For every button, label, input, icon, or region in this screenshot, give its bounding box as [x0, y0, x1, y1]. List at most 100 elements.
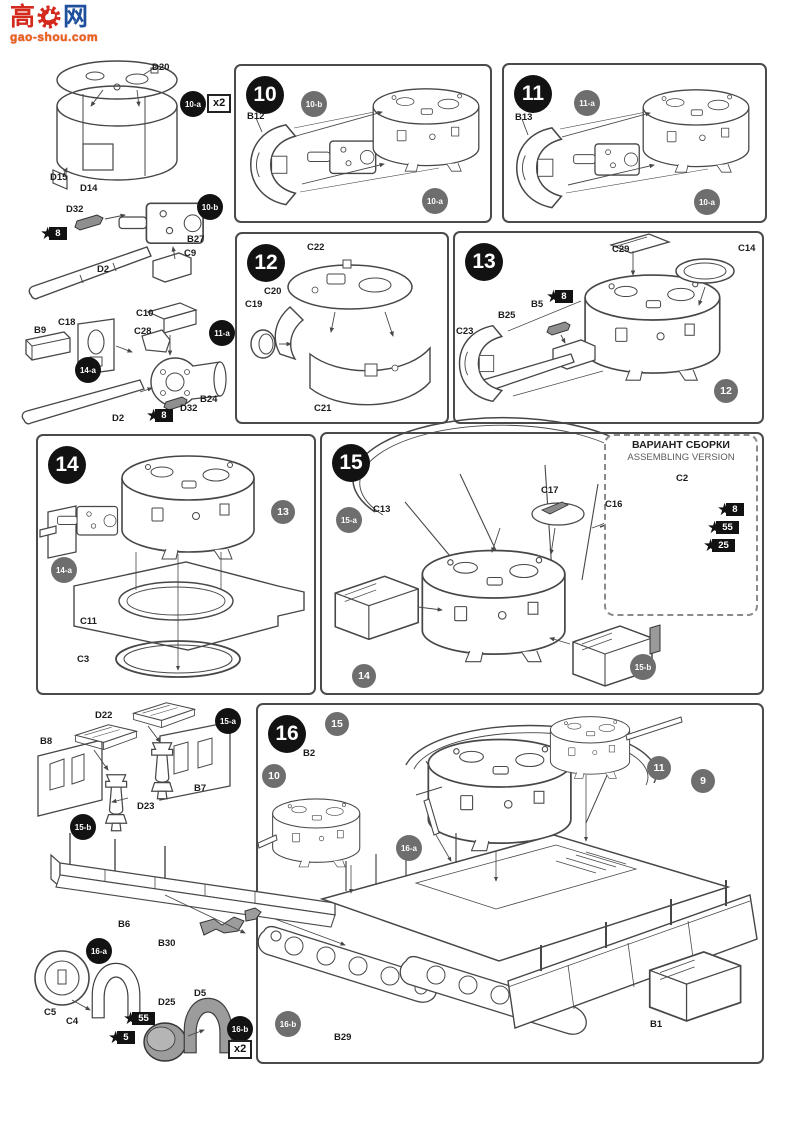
part-label-b29: B29 — [334, 1032, 352, 1043]
part-label-c14: C14 — [738, 243, 756, 254]
step-number-11: 11 — [514, 75, 552, 113]
part-label-d2-2: D2 — [112, 413, 125, 424]
wheel-parts-illustration — [34, 950, 233, 1062]
paint-star-55: ★ 55 — [707, 519, 739, 536]
part-label-c28: C28 — [134, 326, 152, 337]
part-label-b5: B5 — [531, 299, 544, 310]
ref-badge-15a: 15-a — [336, 507, 362, 533]
part-label-b7: B7 — [194, 783, 207, 794]
part-label-b8: B8 — [40, 736, 53, 747]
subassembly-badge-16b: 16-b — [227, 1016, 253, 1042]
part-label-d32: D32 — [66, 204, 84, 215]
subassembly-badge-15a: 15-a — [215, 708, 241, 734]
part-label-d23: D23 — [137, 801, 155, 812]
star-icon: ★ — [546, 287, 562, 306]
star-icon: ★ — [123, 1009, 139, 1028]
ref-badge-16b: 16-b — [275, 1011, 301, 1037]
logo-site-text: gao-shou.com — [10, 30, 99, 44]
paint-star-25: ★ 25 — [703, 537, 735, 554]
gear-thumb-icon — [37, 5, 61, 29]
part-label-d15: D15 — [50, 172, 68, 183]
ref-badge-15b: 15-b — [630, 654, 656, 680]
part-label-d14: D14 — [80, 183, 98, 194]
subassembly-badge-10b: 10-b — [197, 194, 223, 220]
ref-badge-16a: 16-a — [396, 835, 422, 861]
part-label-c16: C16 — [605, 499, 623, 510]
part-label-b6: B6 — [118, 919, 131, 930]
part-label-d5: D5 — [194, 988, 207, 999]
assembling-version-title-ru: ВАРИАНТ СБОРКИ — [632, 439, 730, 451]
step10-illustration — [249, 88, 480, 206]
part-label-c4: C4 — [66, 1016, 79, 1027]
step-number-16: 16 — [268, 715, 306, 753]
ref-badge-10a: 10-a — [422, 188, 448, 214]
ref-badge-12: 12 — [714, 379, 738, 403]
part-label-d32-2: D32 — [180, 403, 198, 414]
star-icon: ★ — [717, 500, 733, 519]
ref-badge-10: 10 — [262, 764, 286, 788]
step-number-10: 10 — [246, 76, 284, 114]
mantlet-parts-illustration — [21, 302, 227, 425]
logo-char-right: 网 — [63, 3, 89, 31]
ref-badge-10a-2: 10-a — [694, 189, 720, 215]
quantity-x2-badge: x2 — [207, 94, 232, 113]
part-label-b2: B2 — [303, 748, 316, 759]
part-label-c21: C21 — [314, 403, 332, 414]
subassembly-badge-14a: 14-a — [75, 357, 101, 383]
subassembly-badge-11a: 11-a — [209, 320, 235, 346]
part-label-c23: C23 — [456, 326, 474, 337]
part-label-c17: C17 — [541, 485, 559, 496]
site-logo: 高 网 gao-shou.com — [10, 4, 98, 44]
part-label-c29: C29 — [612, 244, 630, 255]
part-label-c10: C10 — [136, 308, 154, 319]
part-label-b27: B27 — [187, 234, 205, 245]
cupola-parts-illustration — [52, 60, 178, 190]
star-icon: ★ — [40, 224, 56, 243]
paint-star-5: ★ 5 — [108, 1029, 135, 1046]
paint-star-55-2: ★ 55 — [123, 1010, 155, 1027]
paint-star-8-2: ★ 8 — [146, 407, 173, 424]
quantity-x2-badge-2: x2 — [228, 1040, 253, 1059]
part-label-d2: D2 — [97, 264, 110, 275]
step11-illustration — [515, 89, 750, 209]
rack-parts-illustration — [37, 702, 231, 832]
logo-char-left: 高 — [10, 3, 36, 31]
step-number-13: 13 — [465, 243, 503, 281]
ref-badge-11a: 11-a — [574, 90, 600, 116]
ref-badge-14a: 14-a — [51, 557, 77, 583]
chassis-frame-illustration — [50, 833, 346, 946]
part-label-c2: C2 — [676, 473, 689, 484]
part-label-c3: C3 — [77, 654, 90, 665]
ref-badge-14: 14 — [352, 664, 376, 688]
star-icon: ★ — [703, 536, 719, 555]
part-label-c11: C11 — [80, 616, 97, 627]
part-label-b24: B24 — [200, 394, 218, 405]
step16-illustration — [257, 716, 758, 1035]
step-number-14: 14 — [48, 446, 86, 484]
ref-badge-10b: 10-b — [301, 91, 327, 117]
subassembly-badge-16a: 16-a — [86, 938, 112, 964]
paint-star-8-4: ★ 8 — [717, 501, 744, 518]
step13-illustration — [458, 233, 735, 403]
star-icon: ★ — [108, 1028, 124, 1047]
part-label-d20: D20 — [152, 62, 170, 73]
assembling-version-title-en: ASSEMBLING VERSION — [627, 452, 735, 463]
ref-badge-9: 9 — [691, 769, 715, 793]
part-label-c9: C9 — [184, 248, 197, 259]
paint-star-8-3: ★ 8 — [546, 288, 573, 305]
ref-badge-11: 11 — [647, 756, 671, 780]
part-label-b25: B25 — [498, 310, 516, 321]
part-label-c13: C13 — [373, 504, 391, 515]
star-icon: ★ — [146, 406, 162, 425]
paint-star-8: ★ 8 — [40, 225, 67, 242]
step-number-15: 15 — [332, 444, 370, 482]
ref-badge-15: 15 — [325, 712, 349, 736]
part-label-c22: C22 — [307, 242, 325, 253]
part-label-c18: C18 — [58, 317, 76, 328]
part-label-c5: C5 — [44, 1007, 57, 1018]
subassembly-badge-15b: 15-b — [70, 814, 96, 840]
step12-illustration — [250, 259, 431, 406]
part-label-d25: D25 — [158, 997, 176, 1008]
step14-illustration — [39, 455, 305, 678]
star-icon: ★ — [707, 518, 723, 537]
